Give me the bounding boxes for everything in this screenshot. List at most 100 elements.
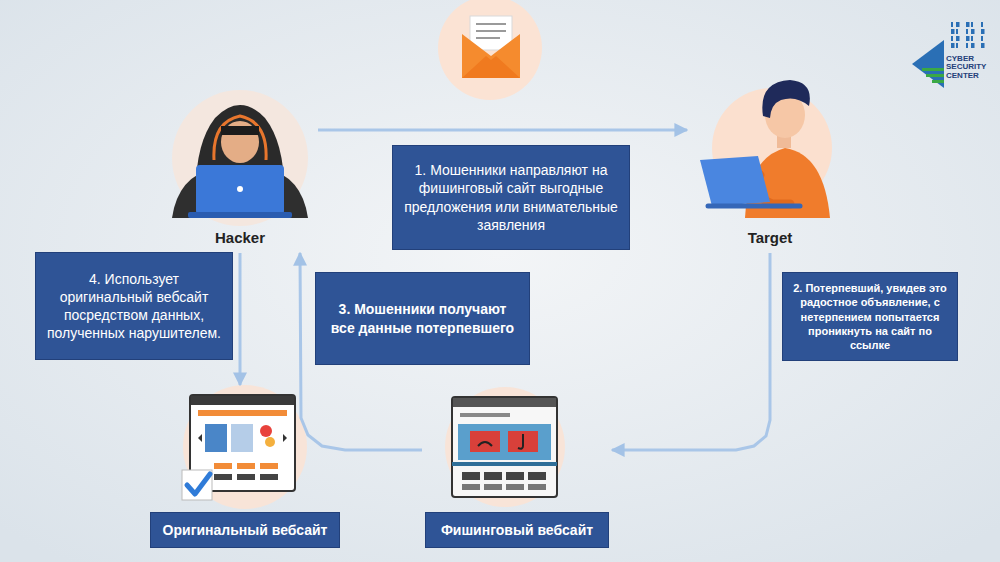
phishing-website-icon xyxy=(445,387,565,507)
envelope-icon xyxy=(462,56,520,78)
flow-arrow xyxy=(239,253,242,385)
original-website-icon xyxy=(237,474,255,480)
target-figure xyxy=(700,156,770,206)
logo-graphic xyxy=(981,43,985,48)
logo-graphic xyxy=(926,74,944,77)
phishing-website-icon xyxy=(460,413,510,417)
logo-graphic xyxy=(951,29,955,34)
original-website-icon xyxy=(182,385,307,509)
original-website-icon xyxy=(198,434,202,442)
phishing-website-icon xyxy=(458,424,551,460)
phishing-website-icon xyxy=(528,484,546,490)
target-figure xyxy=(700,80,832,218)
logo-graphic xyxy=(966,29,968,34)
original-website-icon xyxy=(198,410,287,416)
target-figure xyxy=(762,80,810,118)
envelope-icon xyxy=(476,37,500,39)
target-figure xyxy=(708,204,800,209)
original-website-icon xyxy=(231,424,253,452)
flow-arrow xyxy=(318,129,687,132)
logo-graphic xyxy=(956,43,958,48)
original-website-icon xyxy=(182,470,212,500)
logo-graphic xyxy=(956,29,958,34)
original-website-icon xyxy=(237,463,255,469)
logo-graphic xyxy=(971,36,973,41)
logo-graphic xyxy=(922,68,944,71)
phishing-website-icon xyxy=(462,484,480,490)
original-website-icon xyxy=(283,434,287,442)
phishing-website-icon xyxy=(452,462,557,466)
logo-graphic xyxy=(912,40,944,88)
step-text: 3. Мошенники получают все данные потерпе… xyxy=(326,300,519,336)
hacker-figure xyxy=(172,90,308,226)
logo-text: CYBER SECURITY CENTER xyxy=(946,55,998,80)
envelope-icon xyxy=(462,34,520,78)
website-node: Фишинговый вебсайт xyxy=(425,388,609,548)
logo-graphic xyxy=(966,36,970,41)
hacker-figure xyxy=(221,126,259,135)
phishing-website-icon xyxy=(508,431,538,452)
hacker-figure xyxy=(172,90,308,226)
phishing-website-icon xyxy=(453,398,556,407)
logo-graphic xyxy=(981,22,983,27)
envelope-icon xyxy=(438,0,542,100)
logo-graphic xyxy=(966,22,970,27)
logo-graphic xyxy=(971,22,973,27)
logo-graphic xyxy=(981,36,983,41)
hacker-figure xyxy=(237,186,243,192)
step-box: 4. Использует оригинальный вебсайт посре… xyxy=(35,252,233,360)
step-text: 2. Потерпевший, увидев это радостное объ… xyxy=(793,281,947,352)
website-node: Оригинальный вебсайт xyxy=(150,388,340,548)
logo-graphic xyxy=(951,36,953,41)
phishing-website-icon xyxy=(452,397,557,497)
step-box: 2. Потерпевший, увидев это радостное объ… xyxy=(782,272,958,361)
original-website-icon xyxy=(214,474,232,480)
hacker-node: Hacker xyxy=(165,85,315,250)
envelope-icon xyxy=(438,0,542,100)
logo-graphic xyxy=(956,22,960,27)
phishing-website-icon xyxy=(470,431,500,452)
phishing-website-icon xyxy=(518,434,523,449)
figure-label: Target xyxy=(748,229,793,250)
logo-graphic xyxy=(951,22,953,27)
flow-arrow xyxy=(612,253,770,450)
hacker-figure xyxy=(221,121,259,163)
logo-graphic xyxy=(981,29,985,34)
logo-graphic xyxy=(966,43,968,48)
original-website-icon xyxy=(260,425,272,437)
phishing-website-icon xyxy=(506,472,524,480)
step-text: 4. Использует оригинальный вебсайт посре… xyxy=(46,270,222,343)
step-box: 3. Мошенники получают все данные потерпе… xyxy=(315,272,530,365)
original-website-icon xyxy=(260,463,278,469)
phishing-website-icon xyxy=(445,387,565,507)
original-website-icon xyxy=(183,385,307,509)
website-label: Оригинальный вебсайт xyxy=(150,512,340,548)
envelope-icon xyxy=(476,23,506,25)
logo-graphic xyxy=(971,43,975,48)
hacker-figure xyxy=(188,212,292,218)
original-website-icon xyxy=(205,424,227,452)
original-website-icon xyxy=(187,474,210,494)
website-label: Фишинговый вебсайт xyxy=(425,512,609,548)
phishing-website-icon xyxy=(484,472,502,480)
logo-graphic xyxy=(951,43,955,48)
step-text: 1. Мошенники направляют на фишинговый са… xyxy=(403,161,619,234)
phishing-website-icon xyxy=(528,472,546,480)
phishing-website-icon xyxy=(484,484,502,490)
phishing-website-icon xyxy=(462,472,480,480)
original-website-icon xyxy=(260,474,278,480)
logo-graphic xyxy=(932,80,944,83)
step-box: 1. Мошенники направляют на фишинговый са… xyxy=(392,145,630,250)
figure-label: Hacker xyxy=(215,229,265,250)
target-node: Target xyxy=(690,85,850,250)
logo-graphic xyxy=(956,36,960,41)
hacker-figure xyxy=(196,165,284,215)
original-website-icon xyxy=(214,463,232,469)
phishing-website-icon xyxy=(478,442,492,446)
envelope-icon xyxy=(476,30,506,32)
original-website-icon xyxy=(191,396,294,405)
original-website-icon xyxy=(265,437,275,447)
phishing-website-icon xyxy=(506,484,524,490)
